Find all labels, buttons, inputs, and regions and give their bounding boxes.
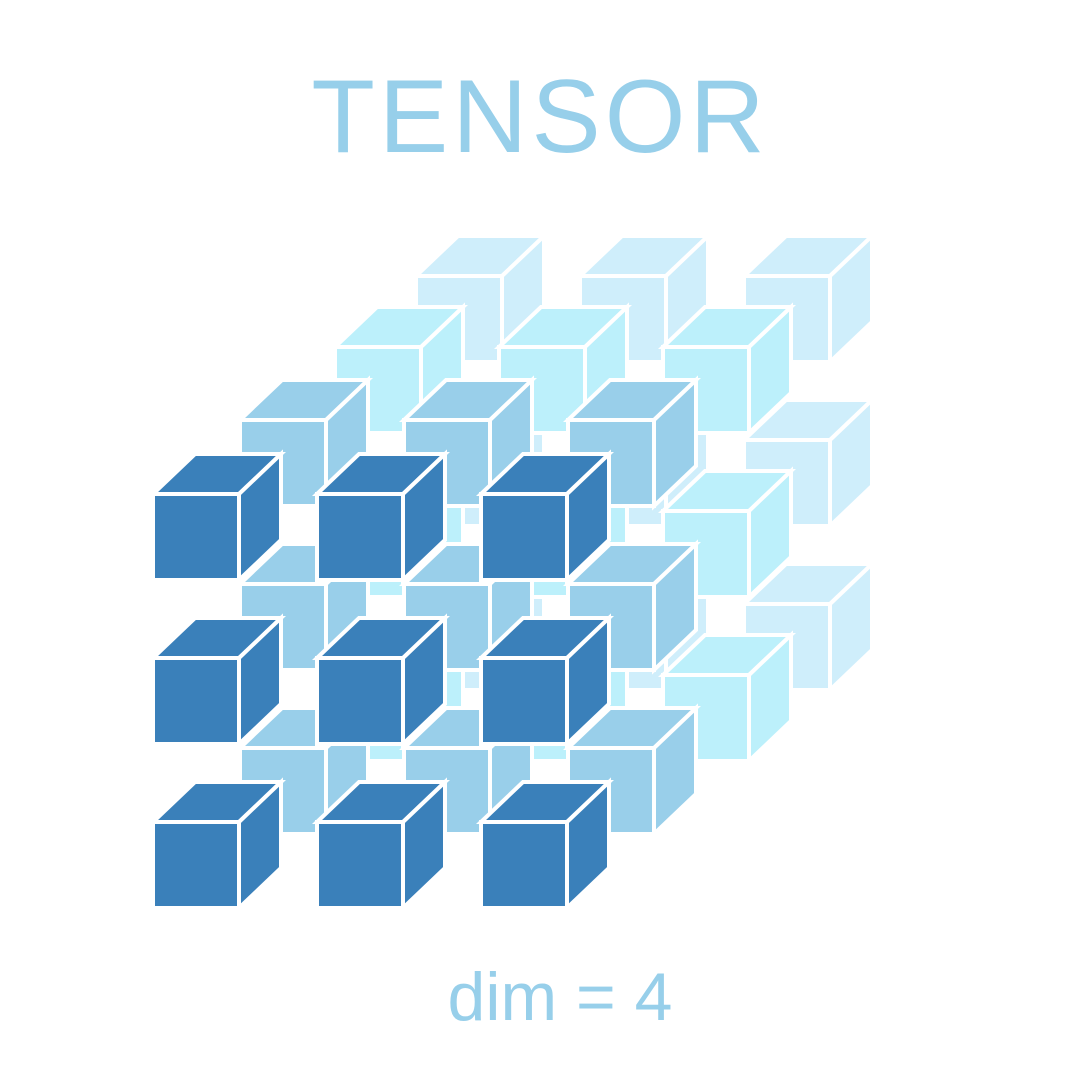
cube-front-face — [479, 820, 569, 910]
cube — [476, 777, 614, 913]
cube — [312, 777, 450, 913]
cube — [658, 466, 796, 602]
cube — [312, 449, 450, 585]
diagram-title: TENSOR — [311, 59, 769, 175]
cube-front-face — [151, 492, 241, 582]
cube — [476, 449, 614, 585]
cube — [148, 449, 286, 585]
cube-front-face — [479, 492, 569, 582]
dimension-label: dim = 4 — [447, 959, 673, 1035]
cube-front-face — [315, 656, 405, 746]
cube-front-face — [151, 820, 241, 910]
cube — [148, 777, 286, 913]
cube-front-face — [315, 820, 405, 910]
cube-front-face — [315, 492, 405, 582]
cube — [312, 613, 450, 749]
tensor-layer-2 — [235, 375, 701, 839]
tensor-layer-1 — [148, 449, 614, 913]
cube — [148, 613, 286, 749]
cube-front-face — [479, 656, 569, 746]
cube — [476, 613, 614, 749]
cube-front-face — [151, 656, 241, 746]
